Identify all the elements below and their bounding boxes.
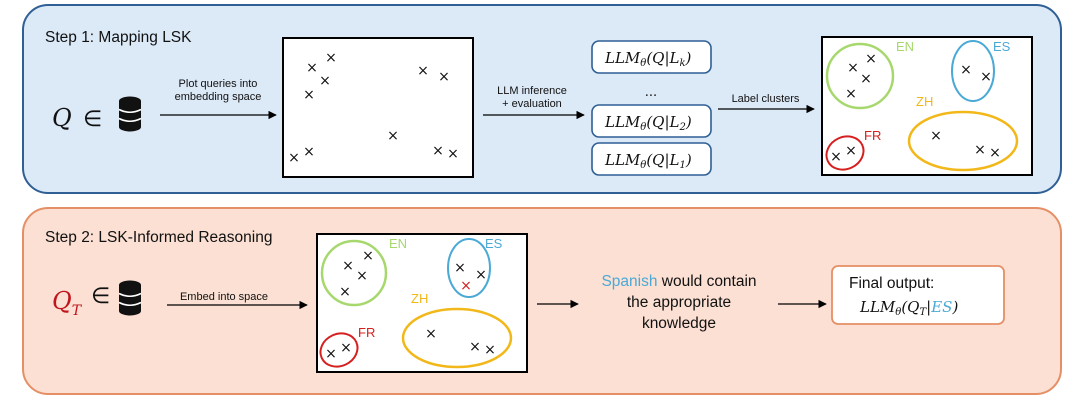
point: × [425, 326, 437, 342]
llm-box-2-sub: 2 [678, 122, 685, 133]
cluster-en-label-step2: EN [389, 236, 407, 251]
cluster-en [825, 42, 895, 110]
final-output-formula: LLMθ(QT|ES) [859, 298, 958, 318]
cluster-fr-label-step2: FR [358, 325, 375, 340]
cluster-en-label: EN [896, 39, 914, 54]
reasoning-line1: Spanish would contain [601, 273, 756, 290]
point: × [447, 146, 459, 162]
svg-text:LLMθ(Q|Lk): LLMθ(Q|Lk) [604, 49, 692, 69]
plot-queries-label: Plot queries into embedding space [158, 78, 278, 104]
cluster-fr [825, 135, 865, 171]
point: × [960, 62, 972, 78]
point: × [930, 128, 942, 144]
step1-member-symbol: ∈ [83, 107, 102, 132]
point: × [288, 150, 300, 166]
cluster-plot-step1 [821, 36, 1033, 176]
cluster-es [951, 40, 995, 102]
cluster-fr-label: FR [864, 128, 881, 143]
embedding-plot [282, 37, 474, 178]
point: × [454, 260, 466, 276]
svg-text:LLMθ(Q|L1): LLMθ(Q|L1) [604, 151, 692, 171]
llm-label-line2: + evaluation [502, 98, 562, 110]
cluster-es-label: ES [993, 39, 1011, 54]
step2-title: Step 2: LSK-Informed Reasoning [45, 229, 273, 246]
cluster-zh-label: ZH [916, 94, 933, 109]
cluster-points-step1: × × × × × × × × × × × [830, 51, 1001, 165]
llm-ellipsis: ... [645, 85, 657, 100]
llm-label-line1: LLM inference [497, 85, 567, 97]
embed-label: Embed into space [179, 291, 269, 303]
cluster-points-step2: × × × × × × × × × × × [325, 248, 496, 362]
label-clusters-label: Label clusters [731, 93, 800, 105]
point: × [303, 144, 315, 160]
point: × [974, 142, 986, 158]
plot-label-line2: embedding space [174, 91, 262, 103]
point: × [484, 342, 496, 358]
point: × [865, 51, 877, 67]
point: × [417, 63, 429, 79]
llm-box-k: LLMθ(Q|Lk) [591, 40, 712, 74]
target-query-point: × [460, 278, 472, 294]
cluster-es-label-step2: ES [485, 236, 503, 251]
point: × [387, 128, 399, 144]
final-output-box [831, 265, 1005, 325]
llm-box-1-sub: 1 [679, 160, 685, 171]
point: × [847, 60, 859, 76]
step1-title: Step 1: Mapping LSK [45, 29, 192, 46]
cluster-zh-label-step2: ZH [411, 291, 428, 306]
point: × [356, 268, 368, 284]
point: × [830, 149, 842, 165]
point: × [860, 71, 872, 87]
point: × [362, 248, 374, 264]
database-icon [118, 95, 142, 133]
point: × [845, 86, 857, 102]
point: × [306, 60, 318, 76]
point: × [319, 73, 331, 89]
point: × [980, 69, 992, 85]
llm-box-1: LLMθ(Q|L1) [591, 142, 712, 176]
plot-label-line1: Plot queries into [178, 78, 258, 90]
step1-query-symbol: Q [52, 104, 72, 132]
svg-text:LLMθ(Q|L2): LLMθ(Q|L2) [604, 113, 692, 133]
point: × [438, 69, 450, 85]
embedding-points: × × × × × × × × × × × [288, 50, 459, 166]
reasoning-line2: the appropriate [627, 294, 731, 311]
point: × [342, 258, 354, 274]
final-output-title: Final output: [849, 275, 934, 292]
cluster-en-step2 [320, 239, 388, 307]
llm-box-k-sub: k [679, 58, 685, 69]
cluster-zh [907, 110, 1019, 172]
point: × [325, 50, 337, 66]
database-icon-step2 [118, 279, 142, 317]
step2-member-symbol: ∈ [91, 284, 110, 309]
point: × [303, 87, 315, 103]
point: × [340, 340, 352, 356]
reasoning-line3: knowledge [642, 315, 716, 332]
point: × [432, 143, 444, 159]
point: × [989, 145, 1001, 161]
llm-inference-label: LLM inference + evaluation [482, 85, 582, 111]
point: × [845, 143, 857, 159]
cluster-es-step2 [447, 238, 491, 298]
cluster-zh-step2 [401, 307, 513, 369]
point: × [469, 339, 481, 355]
cluster-fr-step2 [319, 332, 359, 368]
point: × [475, 267, 487, 283]
step2-query-symbol: QT [52, 287, 83, 319]
llm-box-2: LLMθ(Q|L2) [591, 104, 712, 138]
point: × [325, 346, 337, 362]
cluster-plot-step2 [316, 233, 528, 373]
point: × [339, 284, 351, 300]
